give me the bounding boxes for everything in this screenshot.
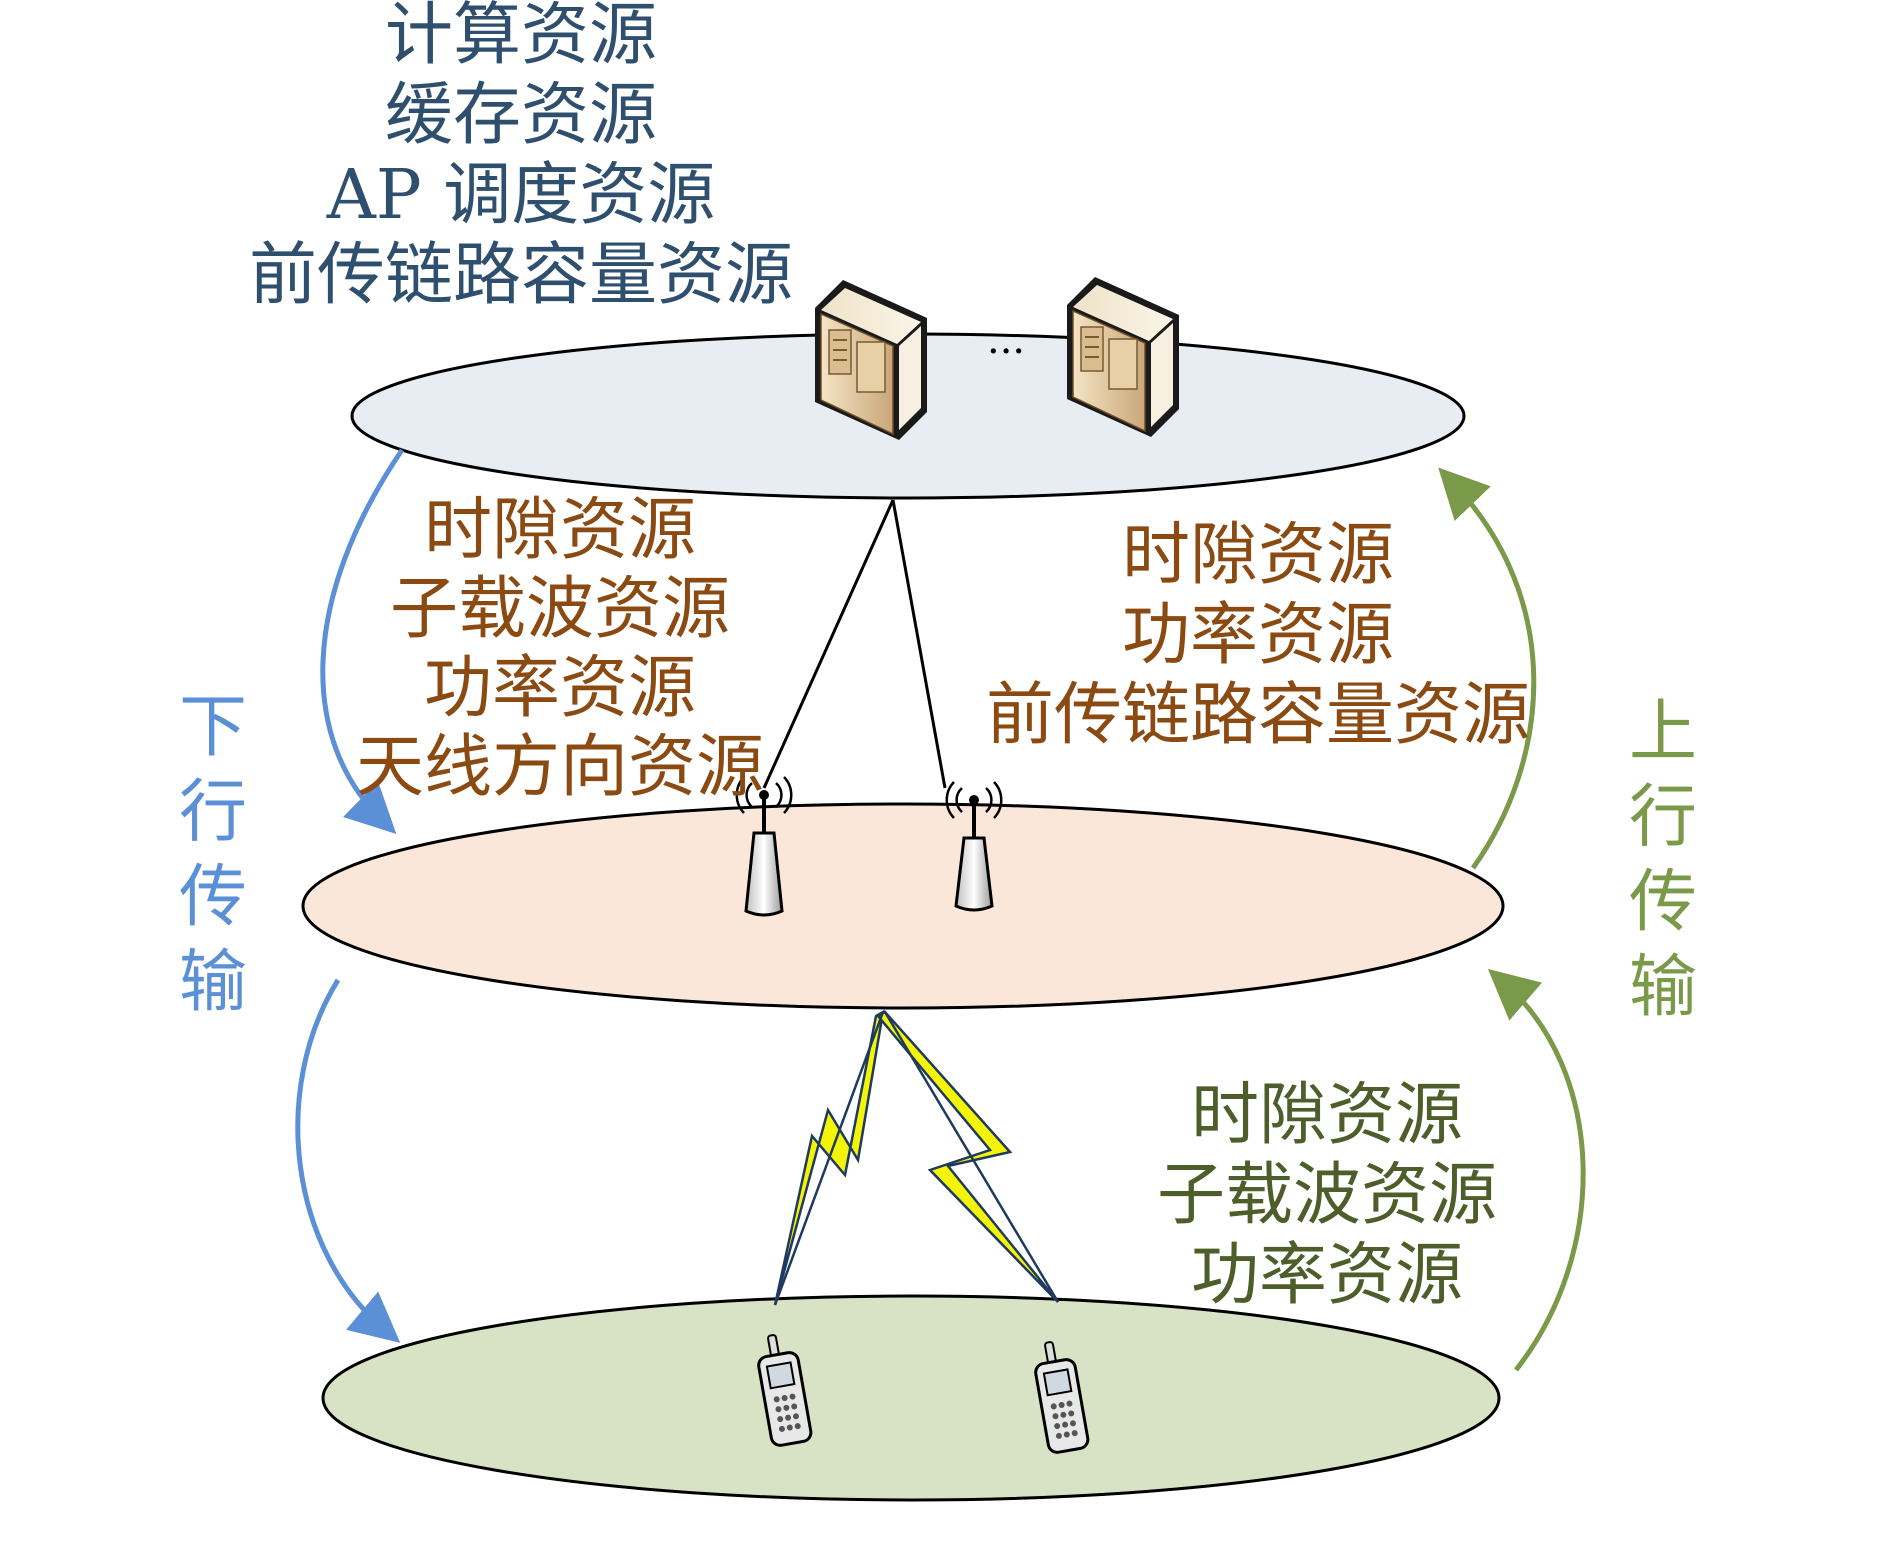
uplink-label-char: 传 — [1629, 863, 1697, 942]
downlink-fronthaul-item: 功率资源 — [424, 649, 696, 728]
antenna-icon — [735, 776, 793, 917]
uplink-access-item: 子载波资源 — [1157, 1156, 1497, 1235]
uplink-label-char: 行 — [1629, 778, 1697, 857]
fronthaul-link-left — [762, 499, 895, 789]
mobile-phone-icon — [1034, 1341, 1090, 1454]
uplink-label: 上 行 传 输 — [1629, 693, 1697, 1027]
fronthaul-link-right — [891, 499, 947, 789]
uplink-fronthaul-resources: 时隙资源 功率资源 前传链路容量资源 — [986, 516, 1530, 755]
server-icon — [1067, 277, 1179, 437]
uplink-label-char: 上 — [1629, 693, 1697, 772]
downlink-fronthaul-item: 时隙资源 — [424, 491, 696, 570]
downlink-label-char: 下 — [179, 688, 247, 767]
uplink-arrow-lower — [1487, 968, 1586, 1372]
wireless-ray-left — [773, 1011, 885, 1306]
downlink-label-char: 行 — [179, 773, 247, 852]
uplink-access-resources: 时隙资源 子载波资源 功率资源 — [1157, 1076, 1497, 1315]
downlink-arrow-lower — [295, 978, 401, 1343]
downlink-fronthaul-item: 天线方向资源 — [356, 728, 764, 807]
uplink-fronthaul-item: 时隙资源 — [1122, 516, 1394, 595]
uplink-access-item: 功率资源 — [1191, 1236, 1463, 1315]
mobile-phone-icon — [757, 1334, 813, 1447]
uplink-fronthaul-item: 前传链路容量资源 — [986, 676, 1530, 755]
cloud-resources-list: 计算资源 缓存资源 AP 调度资源 前传链路容量资源 — [249, 0, 793, 315]
ap-layer-ellipse — [301, 802, 1505, 1010]
downlink-fronthaul-resources: 时隙资源 子载波资源 功率资源 天线方向资源 — [356, 491, 764, 807]
cloud-resource-item: 缓存资源 — [385, 76, 657, 155]
user-layer-ellipse — [321, 1294, 1501, 1502]
uplink-arrow-upper — [1438, 467, 1537, 870]
wireless-link-right — [876, 1010, 1059, 1303]
downlink-label: 下 行 传 输 — [179, 688, 247, 1022]
uplink-fronthaul-item: 功率资源 — [1122, 596, 1394, 675]
downlink-label-char: 输 — [179, 943, 247, 1022]
uplink-label-char: 输 — [1629, 948, 1697, 1027]
cloud-resource-item: 计算资源 — [385, 0, 657, 75]
server-ellipsis: ··· — [987, 329, 1025, 375]
cloud-resource-item: AP 调度资源 — [326, 156, 715, 235]
uplink-access-item: 时隙资源 — [1191, 1076, 1463, 1155]
antenna-icon — [945, 781, 1003, 912]
cloud-resource-item: 前传链路容量资源 — [249, 236, 793, 315]
server-icon — [815, 280, 927, 440]
wireless-ray-right — [883, 1011, 1060, 1303]
downlink-arrow-upper — [320, 448, 405, 834]
downlink-fronthaul-item: 子载波资源 — [390, 570, 730, 649]
downlink-label-char: 传 — [179, 858, 247, 937]
